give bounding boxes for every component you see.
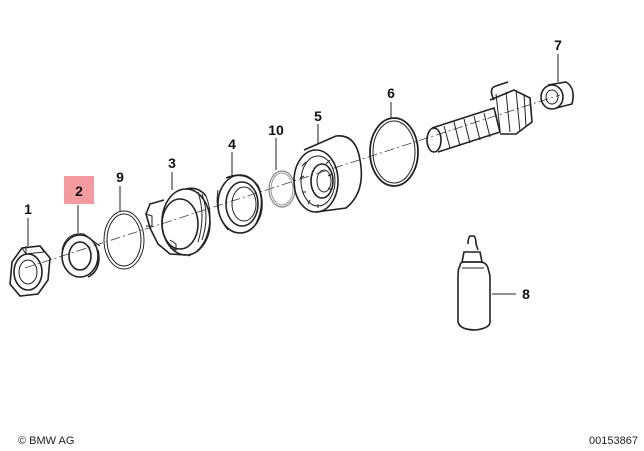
part-6-large-o-ring[interactable] (369, 117, 419, 187)
callout-2[interactable]: 2 (75, 183, 83, 199)
callout-5[interactable]: 5 (314, 108, 322, 124)
callout-4[interactable]: 4 (228, 136, 236, 152)
part-3-slotted-collar[interactable] (145, 187, 211, 257)
part-2-ring[interactable] (61, 233, 101, 278)
part-9-o-ring[interactable] (103, 210, 145, 270)
callout-7[interactable]: 7 (554, 37, 562, 53)
callout-10[interactable]: 10 (268, 122, 284, 138)
part-7-pilot-bearing[interactable] (540, 81, 574, 110)
part-1-hex-nut[interactable] (9, 245, 51, 297)
callout-1[interactable]: 1 (24, 201, 32, 217)
pinion-shaft (426, 81, 533, 153)
callout-6[interactable]: 6 (387, 85, 395, 101)
callout-9[interactable]: 9 (116, 169, 124, 185)
callout-2-highlight (64, 176, 94, 204)
part-4-shaft-seal[interactable] (216, 174, 263, 234)
part-8-sealant-bottle[interactable] (457, 235, 491, 331)
axis-centerline (24, 94, 561, 269)
part-10-o-ring[interactable] (268, 170, 296, 208)
callout-8[interactable]: 8 (522, 286, 530, 302)
copyright-text: © BMW AG (18, 435, 74, 447)
part-5-double-row-bearing[interactable] (293, 135, 363, 213)
diagram-number: 00153867 (589, 435, 638, 447)
callout-3[interactable]: 3 (168, 155, 176, 171)
